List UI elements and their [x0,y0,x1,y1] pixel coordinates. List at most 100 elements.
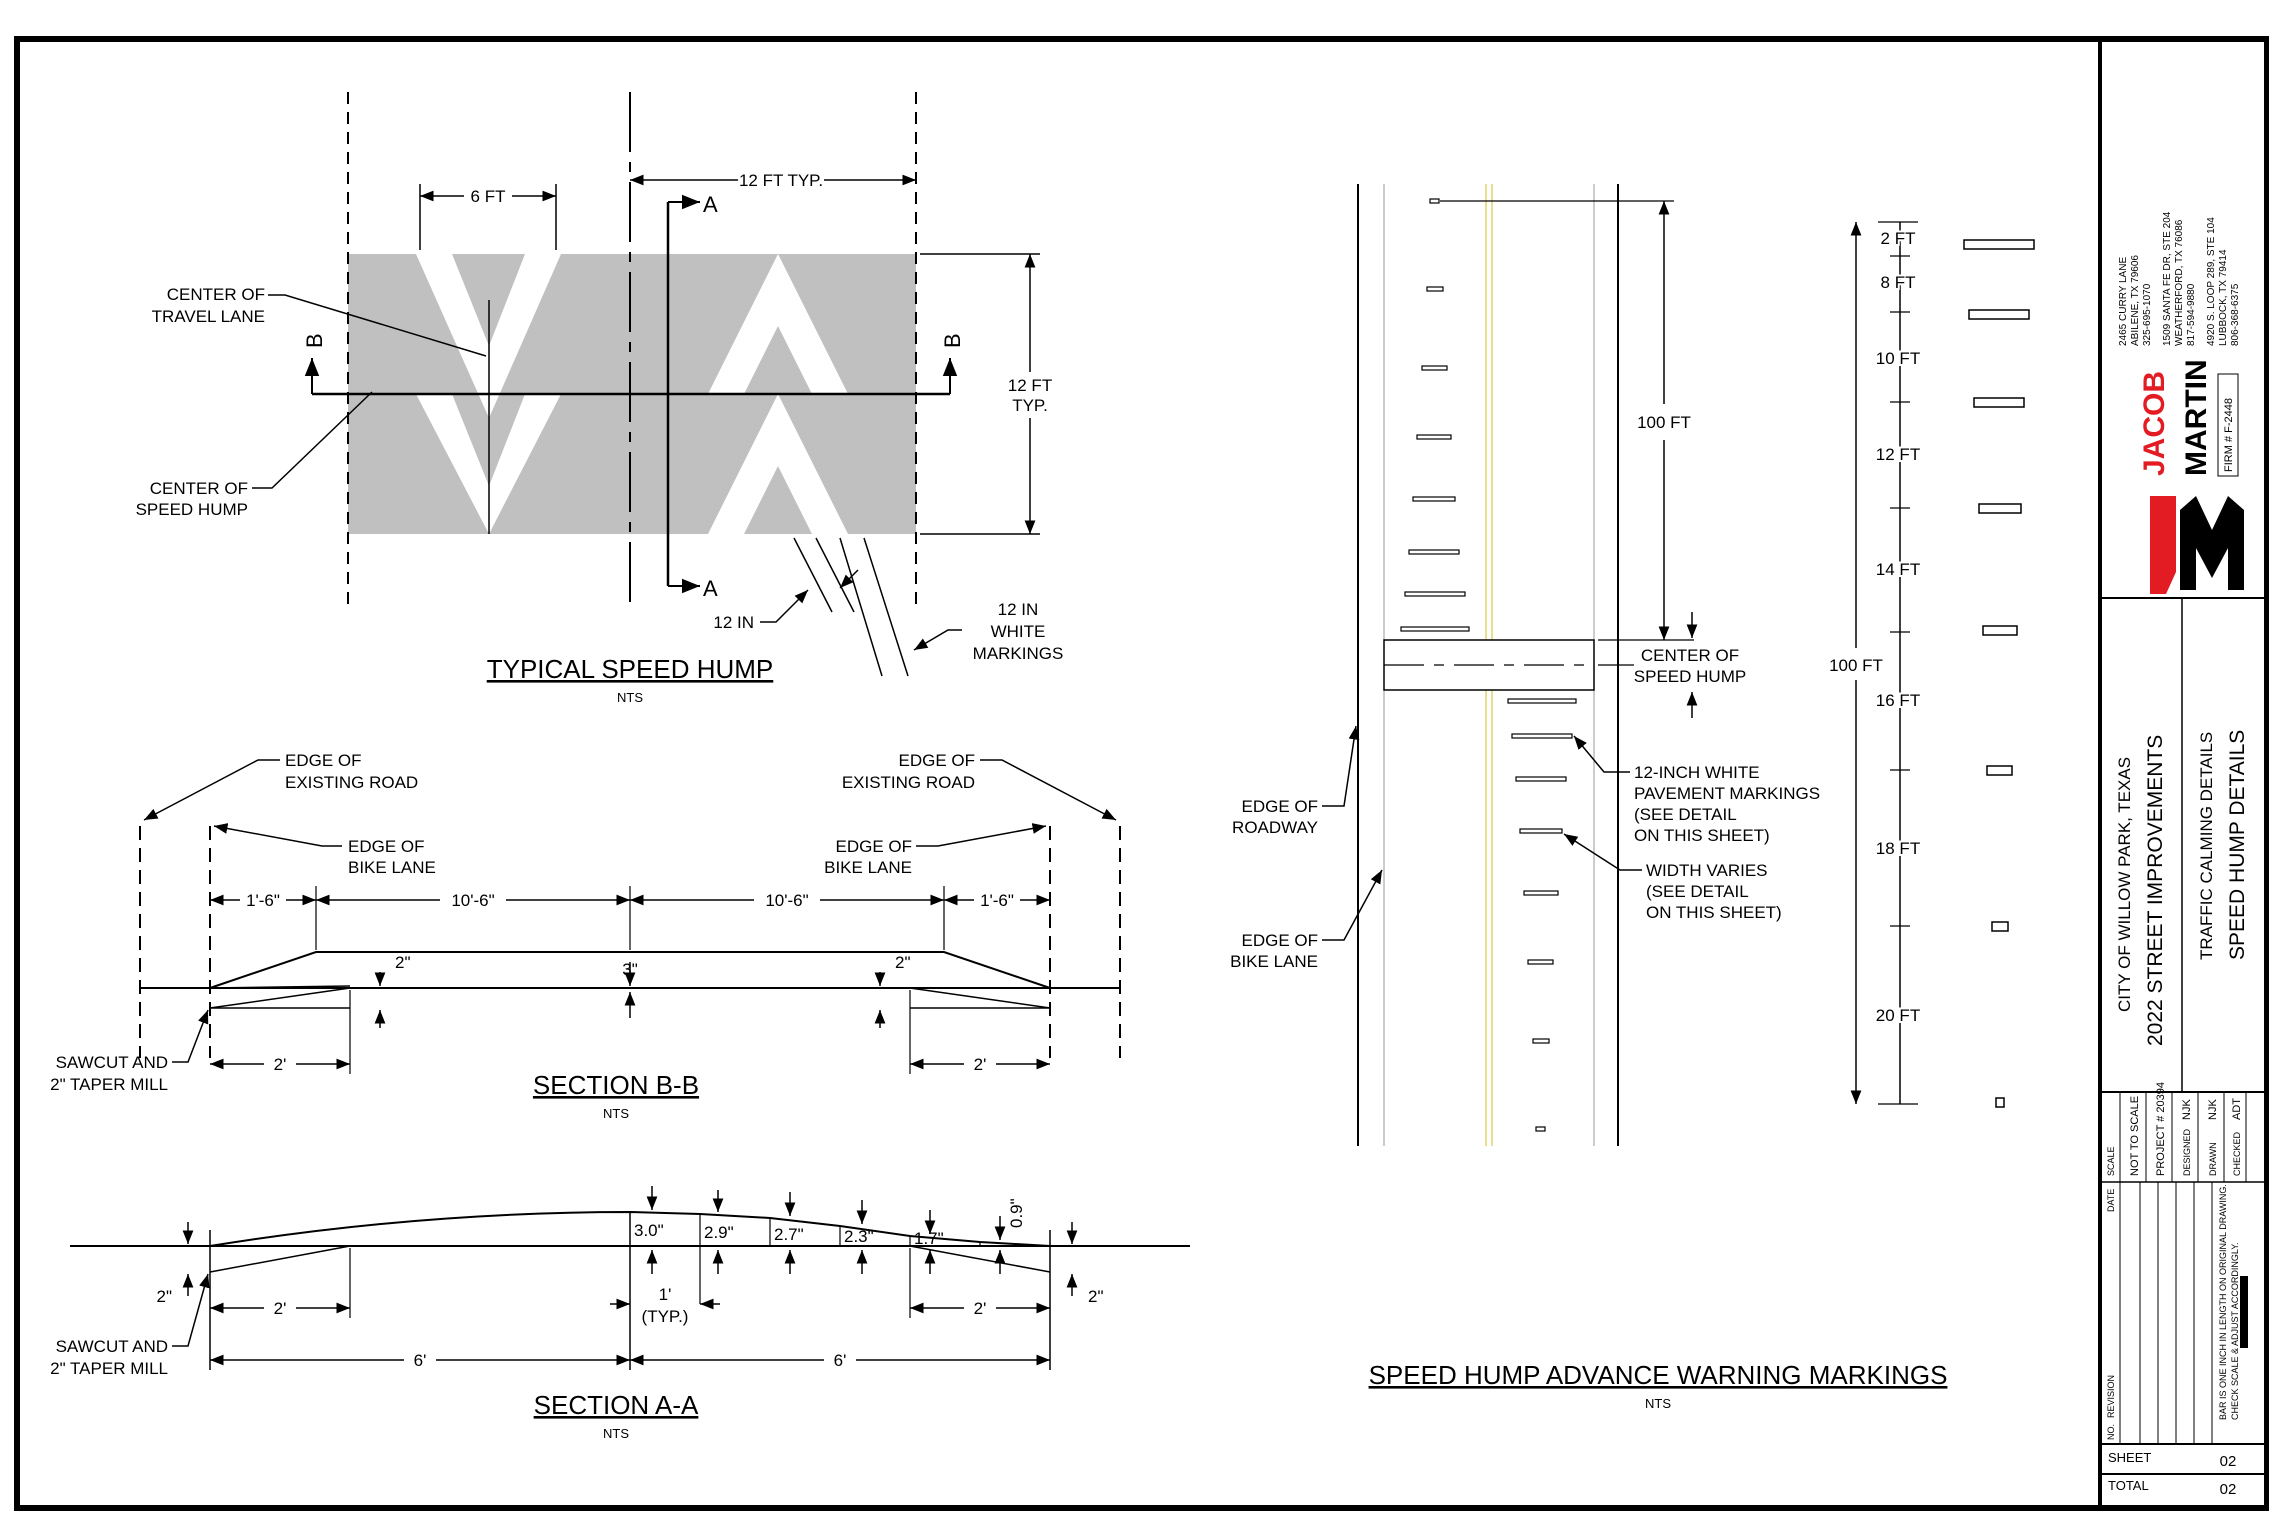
sawcut-label: 2" TAPER MILL [50,1075,168,1094]
scale-bar-note: CHECK SCALE & ADJUST ACCORDINGLY. [2230,1242,2240,1420]
section-marker-b: B [302,333,327,348]
firm-address: WEATHERFORD, TX 76086 [2174,219,2185,346]
edge-road-label: EDGE OF [898,751,975,770]
white-markings-label: WHITE [991,622,1046,641]
edge-road-label: EXISTING ROAD [842,773,975,792]
edge-road-label: EXISTING ROAD [285,773,418,792]
no-label: NO. [2106,1424,2116,1440]
dim-typ-right: TYP. [1012,396,1048,415]
pavement-marking [1519,828,1563,834]
edge-road-label: EDGE OF [285,751,362,770]
dim-10-6: 10'-6" [451,891,494,910]
logo-mark-black [2180,496,2244,590]
scale-bar-note: BAR IS ONE INCH IN LENGTH ON ORIGINAL DR… [2218,1184,2228,1420]
firm-address: 1509 SANTA FE DR, STE 204 [2162,211,2173,346]
detail-title: TYPICAL SPEED HUMP [487,654,774,684]
hump-profile [209,951,1051,989]
dim-2ft: 2' [274,1299,287,1318]
total-label: TOTAL [2108,1478,2149,1493]
pavement-marking [1408,549,1460,555]
chevron-marking [708,254,848,394]
detail-scale: NTS [1645,1396,1671,1411]
sawcut-label: 2" TAPER MILL [50,1359,168,1378]
width-varies-label: WIDTH VARIES [1646,861,1768,880]
scale-label: SCALE [2106,1146,2116,1176]
lane-markings-left [1400,198,1470,632]
pavement-marking [1416,434,1452,440]
logo-martin: MARTIN [2180,359,2213,476]
height-label: 2.7" [774,1225,804,1244]
logo-mark-red [2150,496,2176,594]
total-spacing-label: 100 FT [1829,656,1883,675]
dim-1-6: 1'-6" [246,891,280,910]
marking-bar [1982,625,2018,636]
lane-markings-right [1507,698,1577,1132]
marking-bar [1991,921,2009,932]
center-speed-hump-label: CENTER OF [150,479,248,498]
dim-6ft: 6' [414,1351,427,1370]
spacing-label: 20 FT [1876,1006,1920,1025]
firm-address: 2465 CURRY LANE [2118,257,2129,346]
spacing-label: 16 FT [1876,691,1920,710]
detail-title: SECTION B-B [533,1070,699,1100]
dim-ext [863,537,909,677]
leader-line [268,294,487,357]
marking-bar [1968,309,2030,320]
leader-line [916,823,1047,847]
white-markings-label: MARKINGS [973,644,1064,663]
leader-line [172,1009,209,1063]
speed-hump-plan: B B A A 6 FT 12 FT TYP. 12 FT TYP. CENTE… [136,92,1064,705]
designed-value: NJK [2181,1099,2193,1120]
spacing-label: 8 FT [1881,273,1916,292]
dim-6ft: 6' [834,1351,847,1370]
pavement-marking [1426,286,1444,292]
firm-address: ABILENE, TX 79606 [2130,255,2141,346]
dim-2in: 2" [1088,1287,1104,1306]
leader-line [913,629,962,651]
dim-2ft: 2' [974,1055,987,1074]
dim-1ft: 1' [659,1285,672,1304]
section-a-a: 3.0" 2.9" 2.7" 2.3" 1.7" 0.9" 2" 2" 2' 2… [50,1186,1190,1441]
center-travel-lane-label: TRAVEL LANE [152,307,265,326]
detail-scale: NTS [617,690,643,705]
marking-bar [1978,503,2022,514]
center-hump-label: CENTER OF [1641,646,1739,665]
dim-12ft-right: 12 FT [1008,376,1052,395]
detail-title: SPEED HUMP ADVANCE WARNING MARKINGS [1369,1360,1948,1390]
marking-bar [1986,765,2013,776]
dim-12in: 12 IN [713,613,754,632]
white-markings-label: 12 IN [998,600,1039,619]
sawcut-label: SAWCUT AND [56,1053,168,1072]
dim-2in: 2" [157,1287,173,1306]
leader-line [1322,869,1383,941]
dim-ext [815,537,855,613]
sheet-title: SPEED HUMP DETAILS [2226,730,2249,960]
checked-value: ADT [2231,1098,2243,1120]
leader-line [143,759,280,821]
section-marker-a: A [703,192,718,217]
detail-title: SECTION A-A [534,1390,699,1420]
spacing-label: 2 FT [1881,229,1916,248]
dim-12ft-typ: 12 FT TYP. [739,171,823,190]
dim-3in: 3" [622,960,638,979]
dim-100ft: 100 FT [1637,413,1691,432]
chevron-marking [708,394,848,534]
pavement-marking [1400,626,1470,632]
sheet-border [14,36,2269,1511]
height-label: 0.9" [1007,1198,1026,1228]
detail-scale: NTS [603,1106,629,1121]
dim-2ft: 2' [974,1299,987,1318]
leader-line [1563,833,1642,871]
hump-profile [209,1210,1051,1247]
edge-roadway-label: EDGE OF [1241,797,1318,816]
height-label: 3.0" [634,1221,664,1240]
height-label: 2.3" [844,1227,874,1246]
dim-2ft: 2' [274,1055,287,1074]
white-markings-label: (SEE DETAIL [1634,805,1737,824]
leader-line [980,759,1117,821]
chevron-marking [416,254,561,418]
marking-bar [1995,1097,2005,1108]
leader-line [252,391,373,489]
firm-number-box [2217,373,2239,477]
advance-warning-markings: 100 FT CENTER OF SPEED HUMP 12-INCH WHIT… [1230,184,2035,1411]
